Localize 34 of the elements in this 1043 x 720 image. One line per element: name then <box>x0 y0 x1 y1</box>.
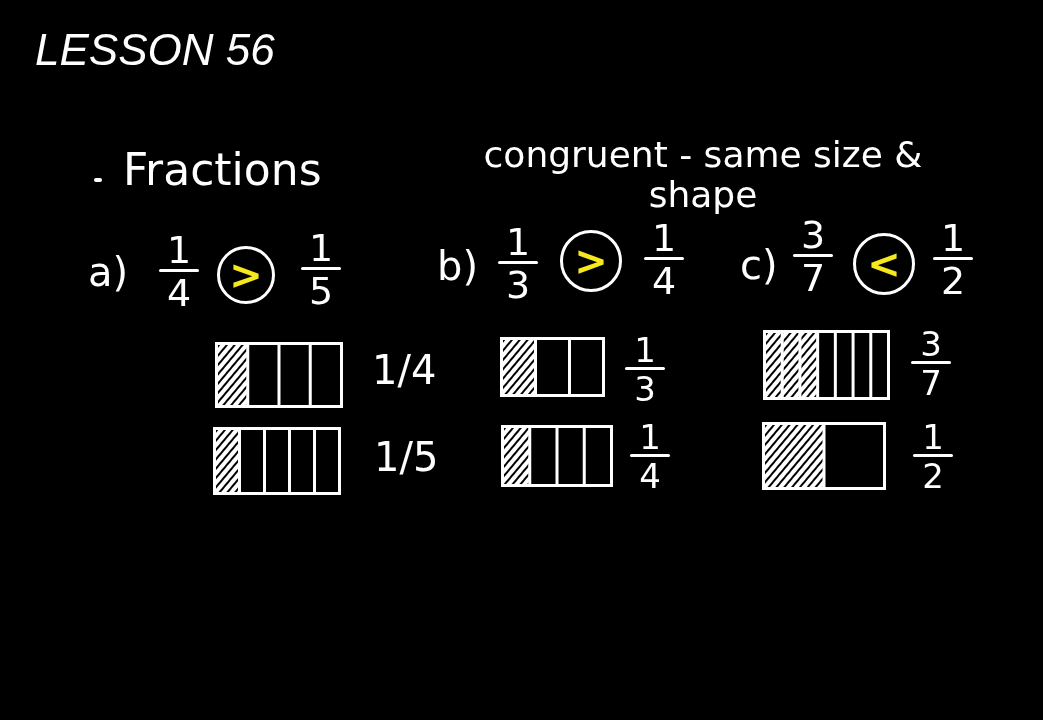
numerator: 3 <box>799 216 827 254</box>
denominator: 4 <box>165 274 193 312</box>
denominator: 5 <box>307 272 335 310</box>
item-letter: c) <box>740 245 778 285</box>
comparison-sign: < <box>867 244 901 284</box>
fraction-label: 1/5 <box>374 437 439 477</box>
denominator: 7 <box>799 259 827 297</box>
numerator: 1 <box>633 333 657 367</box>
definition-note: congruent - same size & shape <box>482 135 924 215</box>
topic-heading: Fractions <box>123 148 322 192</box>
lesson-title: LESSON 56 <box>35 28 275 72</box>
denominator: 3 <box>633 372 657 406</box>
comparison-sign: > <box>229 255 263 295</box>
comparison-circle <box>217 246 275 304</box>
denominator: 7 <box>919 366 943 400</box>
numerator: 1 <box>307 229 335 267</box>
numerator: 1 <box>650 219 678 257</box>
denominator: 3 <box>504 266 532 304</box>
numerator: 1 <box>638 420 662 454</box>
item-letter: a) <box>88 252 129 292</box>
comparison-circle <box>853 233 915 295</box>
comparison-sign: > <box>574 241 608 281</box>
numerator: 1 <box>939 219 967 257</box>
denominator: 2 <box>921 459 945 493</box>
fraction-label: 1/4 <box>372 350 437 390</box>
denominator: 4 <box>650 262 678 300</box>
numerator: 1 <box>504 223 532 261</box>
numerator: 3 <box>919 327 943 361</box>
denominator: 4 <box>638 459 662 493</box>
numerator: 1 <box>921 420 945 454</box>
item-letter: b) <box>437 246 478 286</box>
denominator: 2 <box>939 262 967 300</box>
comparison-circle <box>560 230 622 292</box>
numerator: 1 <box>165 231 193 269</box>
